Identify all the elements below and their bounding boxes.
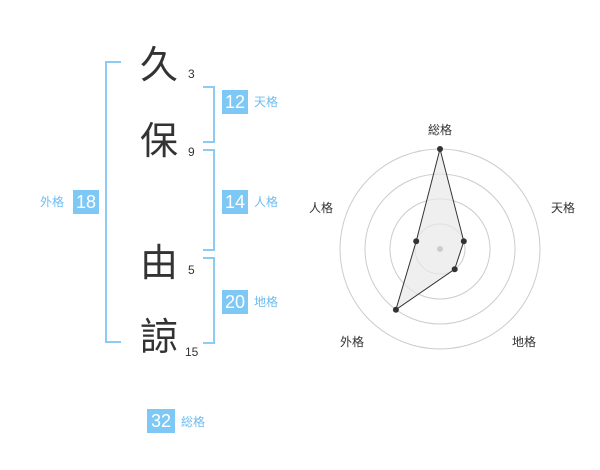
radar-center-dot xyxy=(437,246,443,252)
chikaku-value: 20 xyxy=(222,290,248,314)
jinkaku-label: 人格 xyxy=(254,195,279,209)
name-char-2: 保 xyxy=(140,119,179,163)
radar-point-2 xyxy=(451,266,458,273)
stroke-count-2: 9 xyxy=(188,145,195,159)
chikaku-label: 地格 xyxy=(254,295,279,309)
jinkaku-value: 14 xyxy=(222,190,248,214)
stroke-count-3: 5 xyxy=(188,263,195,277)
radar-point-3 xyxy=(392,306,399,313)
soukaku-value: 32 xyxy=(147,409,175,433)
radar-axis-label-soukaku: 総格 xyxy=(428,123,453,137)
soukaku-label: 総格 xyxy=(181,415,206,429)
radar-point-4 xyxy=(413,238,420,245)
tenkaku-bracket xyxy=(203,86,215,143)
gaikaku-value: 18 xyxy=(73,190,99,214)
chikaku-bracket xyxy=(203,257,215,344)
radar-series-polygon xyxy=(395,148,465,311)
tenkaku-value: 12 xyxy=(222,90,248,114)
radar-axis-label-tenkaku: 天格 xyxy=(551,201,576,215)
name-char-1: 久 xyxy=(140,43,179,87)
radar-point-1 xyxy=(460,238,467,245)
radar-axis-label-gaikaku: 外格 xyxy=(340,335,365,349)
tenkaku-label: 天格 xyxy=(254,95,279,109)
name-char-3: 由 xyxy=(140,241,179,285)
radar-point-0 xyxy=(437,146,443,152)
radar-axis-label-chikaku: 地格 xyxy=(512,335,537,349)
gaikaku-bracket xyxy=(105,61,121,343)
radar-axis-label-jinkaku: 人格 xyxy=(309,201,334,215)
gaikaku-label: 外格 xyxy=(40,195,65,209)
name-char-4: 諒 xyxy=(140,315,179,359)
stroke-count-1: 3 xyxy=(188,67,195,81)
stroke-count-4: 15 xyxy=(185,345,199,359)
jinkaku-bracket xyxy=(203,149,215,251)
